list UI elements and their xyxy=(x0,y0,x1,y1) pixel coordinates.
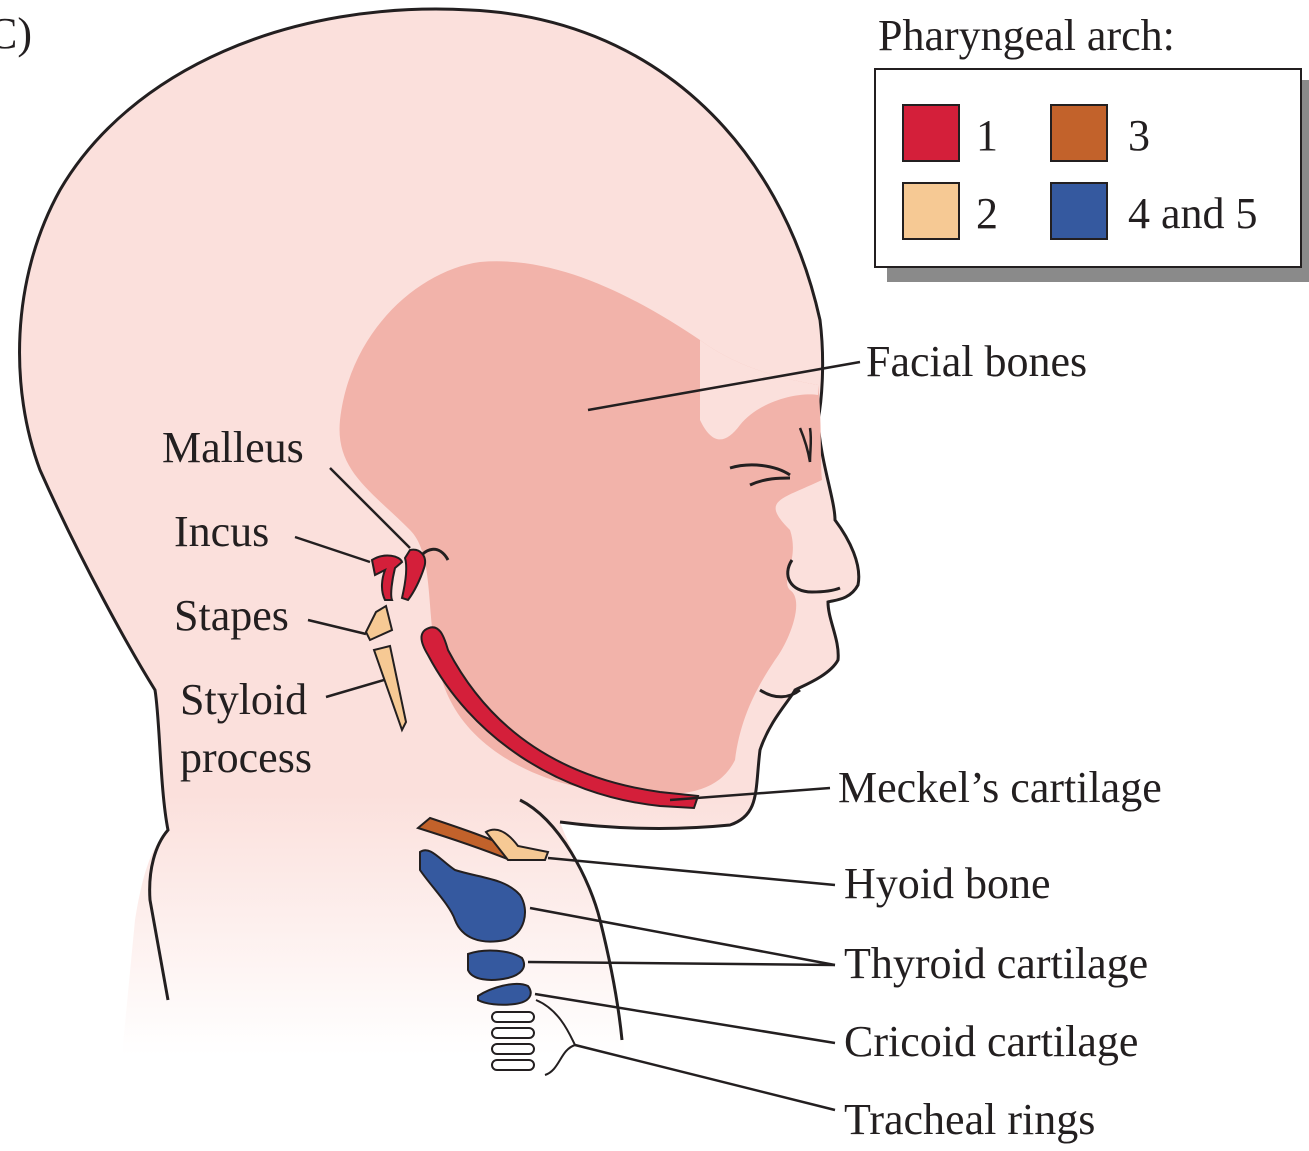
label-malleus: Malleus xyxy=(162,426,304,470)
legend-label-4-and-5: 4 and 5 xyxy=(1128,192,1258,236)
leader-tracheal xyxy=(575,1045,835,1110)
tracheal-ring xyxy=(492,1028,534,1038)
legend-label-1: 1 xyxy=(976,114,998,158)
legend-label-3: 3 xyxy=(1128,114,1150,158)
legend: 1 2 3 4 and 5 xyxy=(874,68,1302,268)
label-facial-bones: Facial bones xyxy=(866,340,1087,384)
tracheal-ring xyxy=(492,1012,534,1022)
legend-title: Pharyngeal arch: xyxy=(878,14,1175,58)
label-thyroid-cartilage: Thyroid cartilage xyxy=(844,942,1148,986)
label-hyoid-bone: Hyoid bone xyxy=(844,862,1051,906)
label-cricoid-cartilage: Cricoid cartilage xyxy=(844,1020,1138,1064)
legend-swatch-4-and-5 xyxy=(1050,182,1108,240)
tracheal-ring xyxy=(492,1060,534,1070)
legend-swatch-1 xyxy=(902,104,960,162)
thyroid-lower-shape xyxy=(468,951,524,980)
tracheal-ring xyxy=(492,1044,534,1054)
panel-label: C) xyxy=(0,12,32,56)
legend-swatch-3 xyxy=(1050,104,1108,162)
leader-hyoid xyxy=(548,858,835,885)
label-meckels-cartilage: Meckel’s cartilage xyxy=(838,766,1162,810)
label-incus: Incus xyxy=(174,510,269,554)
label-stapes: Stapes xyxy=(174,594,289,638)
legend-label-2: 2 xyxy=(976,192,998,236)
label-tracheal-rings: Tracheal rings xyxy=(844,1098,1095,1142)
label-styloid-line2: process xyxy=(180,736,312,780)
label-styloid-line1: Styloid xyxy=(180,678,307,722)
legend-swatch-2 xyxy=(902,182,960,240)
